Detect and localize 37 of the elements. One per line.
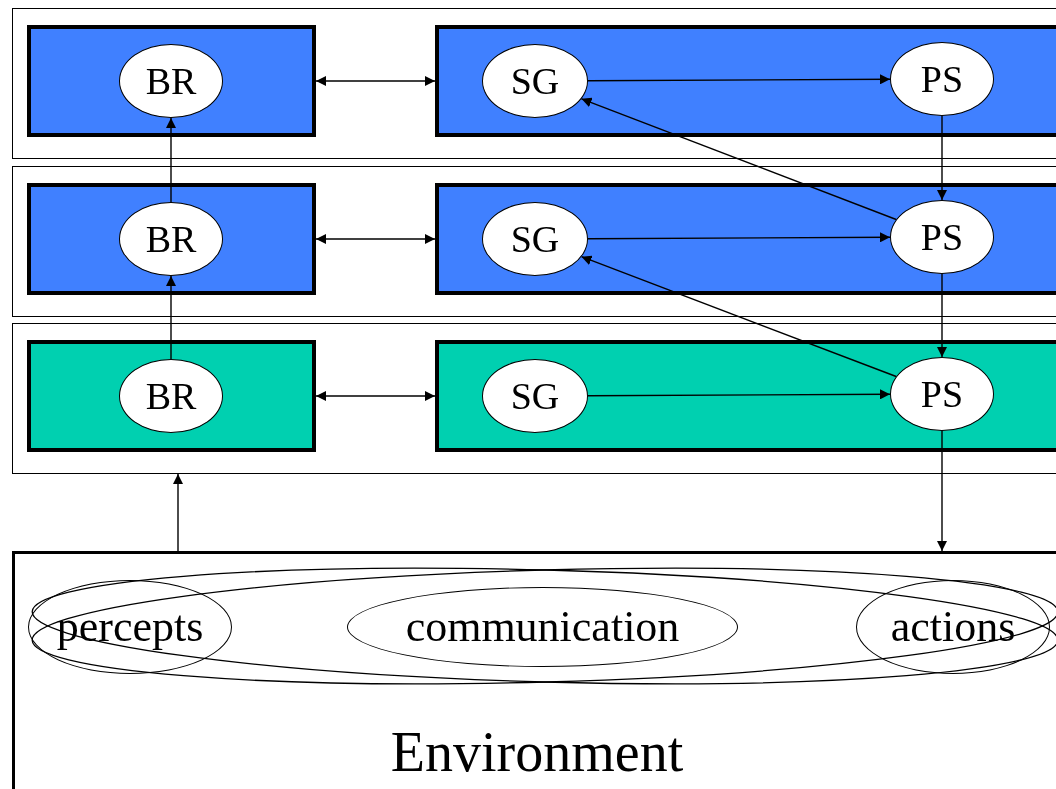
environment-box	[12, 551, 1056, 789]
node-label: SG	[510, 62, 560, 100]
arrow	[580, 97, 897, 221]
module-box	[435, 183, 1056, 295]
node-label: SG	[510, 220, 560, 258]
layer-band	[12, 8, 1056, 159]
node-label: BR	[145, 220, 197, 258]
arrow	[166, 275, 176, 360]
module-box	[27, 340, 316, 452]
node-label: communication	[405, 605, 680, 649]
arrow	[173, 473, 183, 552]
module-box	[435, 340, 1056, 452]
node-label: BR	[145, 377, 197, 415]
node-label: SG	[510, 377, 560, 415]
arrow	[580, 255, 897, 378]
node-label: PS	[920, 375, 964, 413]
arrow	[937, 273, 947, 358]
layer-band	[12, 323, 1056, 474]
node-label: BR	[145, 62, 197, 100]
layer-band	[12, 166, 1056, 317]
arrow	[587, 74, 891, 85]
node-label: percepts	[56, 605, 204, 649]
arrow	[166, 117, 176, 203]
node-label: PS	[920, 60, 964, 98]
node-label: PS	[920, 218, 964, 256]
node-label: actions	[890, 605, 1016, 649]
arrow	[937, 430, 947, 552]
environment-label: Environment	[390, 724, 684, 780]
arrow	[315, 234, 436, 244]
arrow	[937, 115, 947, 201]
module-box	[27, 25, 316, 137]
arrow	[587, 389, 891, 400]
module-box	[27, 183, 316, 295]
arrow	[587, 232, 891, 243]
module-box	[435, 25, 1056, 137]
arrow	[315, 76, 436, 86]
arrow	[315, 391, 436, 401]
